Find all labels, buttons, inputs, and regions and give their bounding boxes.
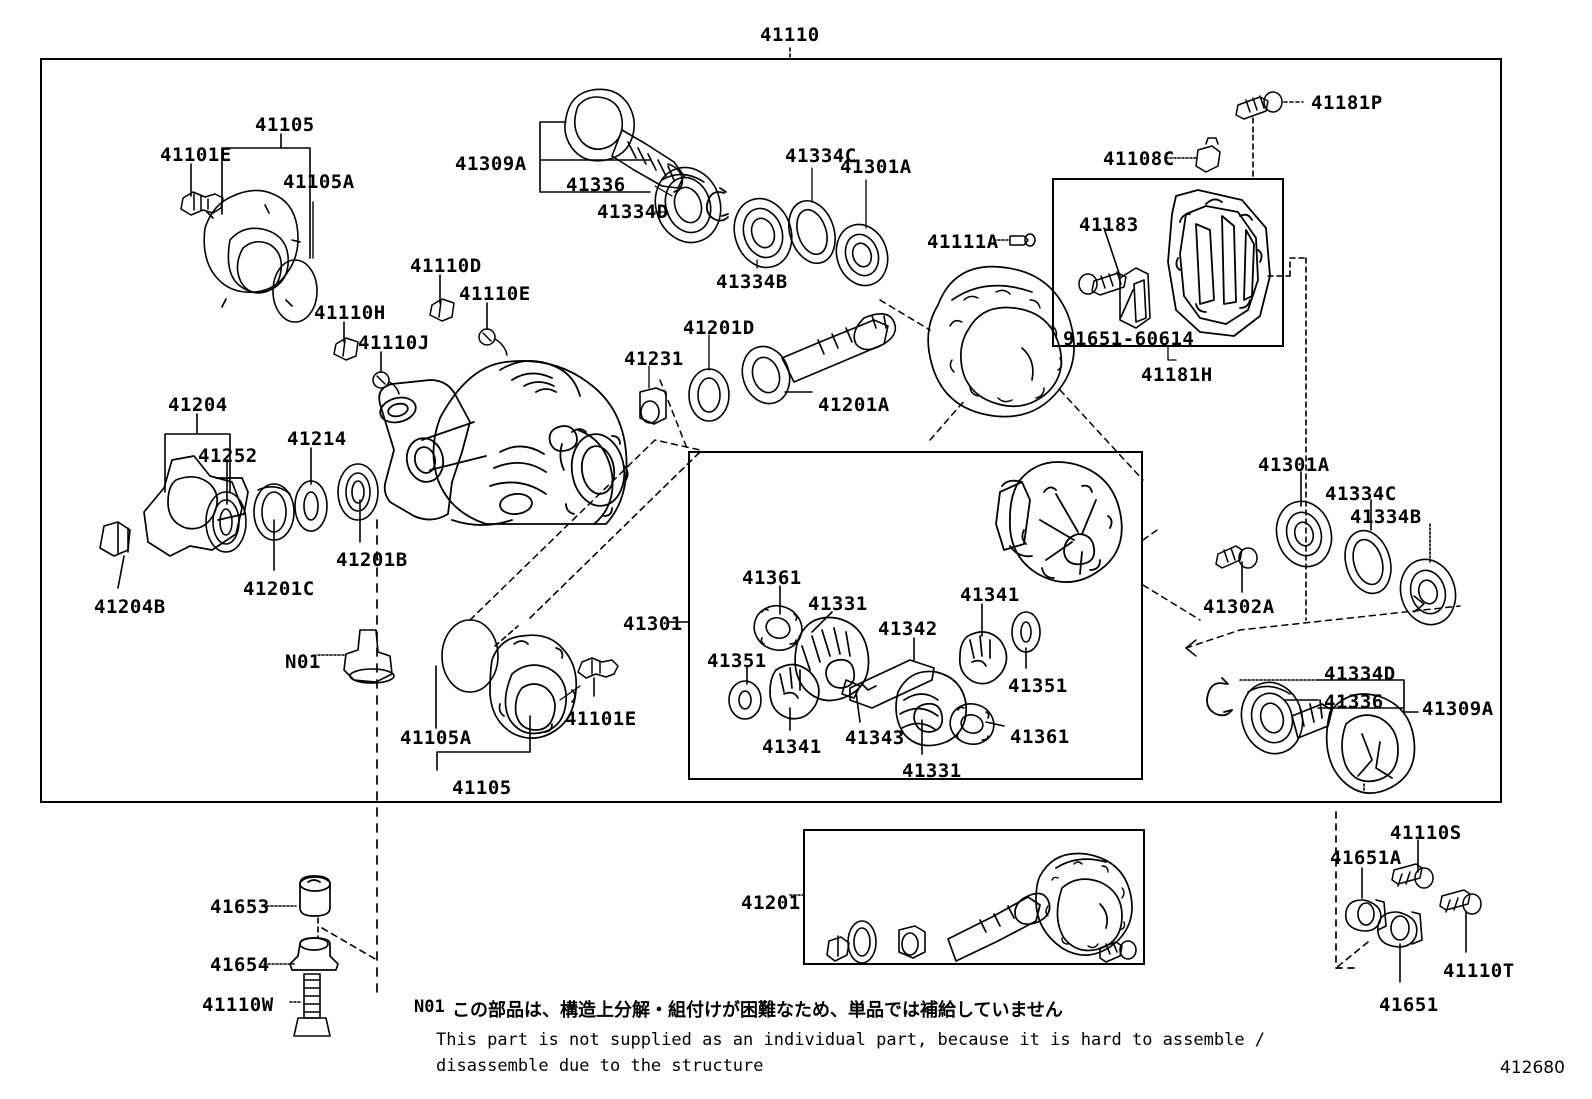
cover-detail-box	[1052, 178, 1284, 347]
part-label-41105A[interactable]: 41105A	[283, 171, 355, 193]
part-label-41334C[interactable]: 41334C	[1325, 483, 1397, 505]
part-label-41101E[interactable]: 41101E	[160, 144, 232, 166]
part-label-41201[interactable]: 41201	[741, 892, 801, 914]
part-label-41231[interactable]: 41231	[624, 348, 684, 370]
part-label-41101E[interactable]: 41101E	[565, 708, 637, 730]
part-label-41201D[interactable]: 41201D	[683, 317, 755, 339]
part-label-41351[interactable]: 41351	[1008, 675, 1068, 697]
diagram-id: 412680	[1500, 1058, 1565, 1078]
part-label-41334B[interactable]: 41334B	[716, 271, 788, 293]
part-label-41301A[interactable]: 41301A	[1258, 454, 1330, 476]
part-label-41331[interactable]: 41331	[902, 760, 962, 782]
part-label-41110E[interactable]: 41110E	[459, 283, 531, 305]
part-label-41105[interactable]: 41105	[255, 114, 315, 136]
part-label-41309A[interactable]: 41309A	[1422, 698, 1494, 720]
part-label-41201B[interactable]: 41201B	[336, 549, 408, 571]
part-label-41181P[interactable]: 41181P	[1311, 92, 1383, 114]
part-label-41181H[interactable]: 41181H	[1141, 364, 1213, 386]
part-label-41110J[interactable]: 41110J	[358, 332, 430, 354]
part-label-41361[interactable]: 41361	[1010, 726, 1070, 748]
part-label-41301[interactable]: 41301	[623, 613, 683, 635]
part-label-41341[interactable]: 41341	[960, 584, 1020, 606]
part-label-41351[interactable]: 41351	[707, 650, 767, 672]
part-label-41342[interactable]: 41342	[878, 618, 938, 640]
note-jp-prefix: N01	[414, 997, 445, 1017]
main-frame-box	[40, 58, 1502, 803]
note-en-line1: This part is not supplied as an individu…	[436, 1030, 1266, 1050]
part-label-41252[interactable]: 41252	[198, 445, 258, 467]
part-label-41105A[interactable]: 41105A	[400, 727, 472, 749]
part-label-41361[interactable]: 41361	[742, 567, 802, 589]
drive-pinion-detail-box	[803, 829, 1145, 965]
part-label-41110[interactable]: 41110	[760, 24, 820, 46]
part-label-41334B[interactable]: 41334B	[1350, 506, 1422, 528]
part-label-41204[interactable]: 41204	[168, 394, 228, 416]
part-label-41110T[interactable]: 41110T	[1443, 960, 1515, 982]
part-label-41108C[interactable]: 41108C	[1103, 148, 1175, 170]
part-label-41654[interactable]: 41654	[210, 954, 270, 976]
part-label-41204B[interactable]: 41204B	[94, 596, 166, 618]
part-label-41334C[interactable]: 41334C	[785, 145, 857, 167]
part-label-41110H[interactable]: 41110H	[314, 302, 386, 324]
part-label-41214[interactable]: 41214	[287, 428, 347, 450]
part-label-41302A[interactable]: 41302A	[1203, 596, 1275, 618]
part-label-41331[interactable]: 41331	[808, 593, 868, 615]
part-label-41105[interactable]: 41105	[452, 777, 512, 799]
part-label-41651[interactable]: 41651	[1379, 994, 1439, 1016]
differential-detail-box	[688, 451, 1143, 780]
part-label-41183[interactable]: 41183	[1079, 214, 1139, 236]
part-label-41110W[interactable]: 41110W	[202, 994, 274, 1016]
part-label-41201A[interactable]: 41201A	[818, 394, 890, 416]
part-label-41334D[interactable]: 41334D	[597, 201, 669, 223]
part-label-41653[interactable]: 41653	[210, 896, 270, 918]
part-label-41110D[interactable]: 41110D	[410, 255, 482, 277]
part-label-41301A[interactable]: 41301A	[840, 156, 912, 178]
part-label-41309A[interactable]: 41309A	[455, 153, 527, 175]
part-label-41111A[interactable]: 41111A	[927, 231, 999, 253]
part-label-41201C[interactable]: 41201C	[243, 578, 315, 600]
part-label-41343[interactable]: 41343	[845, 727, 905, 749]
note-jp-text: この部品は、構造上分解・組付けが困難なため、単品では補給していません	[452, 1000, 1063, 1021]
part-label-41341[interactable]: 41341	[762, 736, 822, 758]
part-label-41110S[interactable]: 41110S	[1390, 822, 1462, 844]
part-label-41334D[interactable]: 41334D	[1324, 663, 1396, 685]
part-label-91651-60614[interactable]: 91651-60614	[1063, 328, 1195, 350]
part-label-41336[interactable]: 41336	[566, 174, 626, 196]
part-label-N01[interactable]: N01	[285, 651, 321, 673]
note-en-line2: disassemble due to the structure	[436, 1056, 764, 1076]
part-label-41651A[interactable]: 41651A	[1330, 847, 1402, 869]
part-label-41336[interactable]: 41336	[1324, 691, 1384, 713]
